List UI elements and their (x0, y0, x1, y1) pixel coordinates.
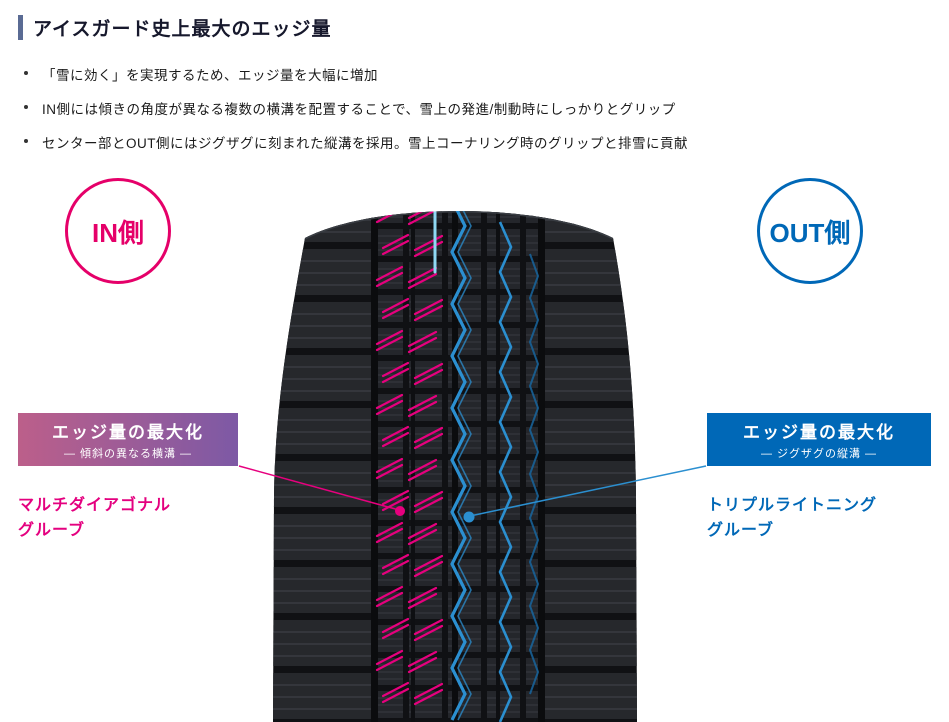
caption-right-line1: トリプルライトニング (707, 497, 878, 514)
tire-body (273, 211, 637, 722)
caption-left: マルチダイアゴナル グルーブ (18, 494, 171, 544)
bullet-list: 「雪に効く」を実現するため、エッジ量を大幅に増加 IN側には傾きの角度が異なる複… (24, 64, 688, 166)
caption-right-line2: グルーブ (707, 521, 775, 539)
callout-right-title: エッジ量の最大化 (743, 423, 895, 442)
bullet-text: センター部とOUT側にはジグザグに刻まれた縦溝を採用。雪上コーナリング時のグリッ… (42, 136, 688, 151)
bullet-dot-icon (24, 71, 28, 75)
bullet-item: 「雪に効く」を実現するため、エッジ量を大幅に増加 (24, 64, 688, 84)
out-side-badge: OUT側 (757, 178, 863, 284)
bullet-item: センター部とOUT側にはジグザグに刻まれた縦溝を採用。雪上コーナリング時のグリッ… (24, 132, 688, 152)
page-title-row: アイスガード史上最大のエッジ量 (18, 14, 331, 41)
page-title: アイスガード史上最大のエッジ量 (33, 19, 332, 40)
in-side-badge: IN側 (65, 178, 171, 284)
bullet-item: IN側には傾きの角度が異なる複数の横溝を配置することで、雪上の発進/制動時にしっ… (24, 98, 688, 118)
bullet-text: 「雪に効く」を実現するため、エッジ量を大幅に増加 (42, 68, 378, 83)
out-side-label: OUT側 (769, 217, 851, 248)
callout-right-subtitle: ― ジグザグの縦溝 ― (760, 448, 878, 460)
title-accent-bar (18, 15, 23, 40)
in-side-label: IN側 (91, 217, 144, 248)
left-shoulder-blocks (273, 211, 373, 722)
callout-right-box: エッジ量の最大化 ― ジグザグの縦溝 ― (707, 413, 931, 466)
callout-left-title: エッジ量の最大化 (52, 423, 204, 442)
bullet-text: IN側には傾きの角度が異なる複数の横溝を配置することで、雪上の発進/制動時にしっ… (42, 102, 676, 117)
right-shoulder-blocks (541, 211, 637, 722)
callout-left-box: エッジ量の最大化 ― 傾斜の異なる横溝 ― (18, 413, 238, 466)
caption-left-line1: マルチダイアゴナル (18, 497, 172, 514)
callout-left-subtitle: ― 傾斜の異なる横溝 ― (63, 448, 193, 460)
bullet-dot-icon (24, 105, 28, 109)
caption-left-line2: グルーブ (18, 521, 86, 539)
tire-tread-illustration (273, 211, 637, 722)
bullet-dot-icon (24, 139, 28, 143)
caption-right: トリプルライトニング グルーブ (707, 494, 877, 544)
